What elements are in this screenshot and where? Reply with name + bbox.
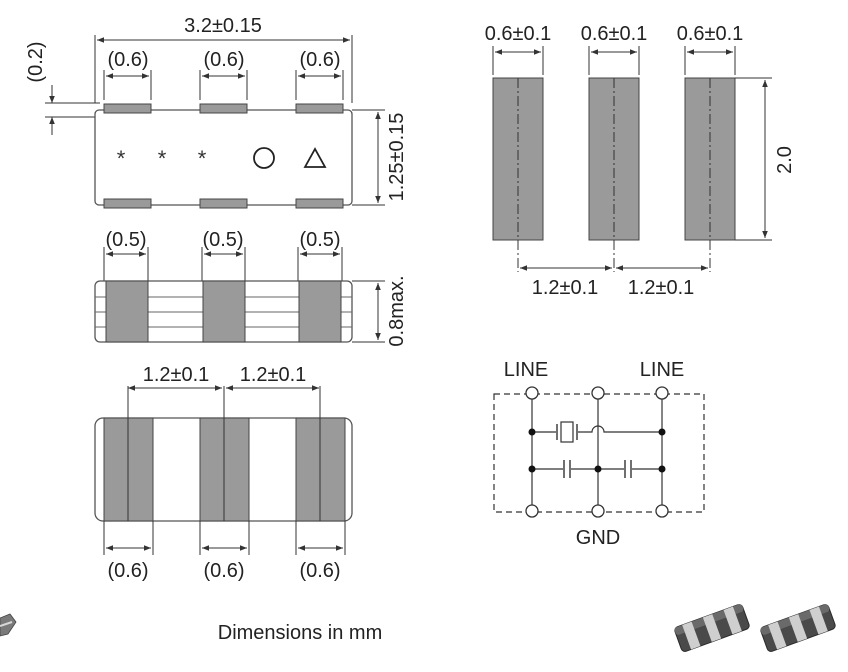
terminal-icon: [591, 386, 605, 400]
land-width-label-3: 0.6±0.1: [677, 23, 744, 45]
length-label: 3.2±0.15: [184, 15, 262, 37]
terminal-icon: [591, 504, 605, 518]
side-pad-label-3: (0.5): [299, 229, 340, 251]
land-pattern: 0.6±0.1 0.6±0.1 0.6±0.1 2.0 1.2±0.1 1.2±…: [485, 23, 796, 299]
bottom-view: 1.2±0.1 1.2±0.1 (0.6) (0.6) (0.6): [94, 364, 353, 582]
line-label-left: LINE: [504, 359, 548, 381]
gnd-label: GND: [576, 527, 620, 549]
top-view: 3.2±0.15 (0.2) (0.6) (0.6) (0.6) * * *: [25, 15, 408, 209]
units-note: Dimensions in mm: [218, 622, 382, 644]
bottom-pitch-label-1: 1.2±0.1: [143, 364, 210, 386]
terminal-icon: [525, 504, 539, 518]
marking-triangle-icon: [303, 147, 327, 168]
top-view-body: [94, 109, 353, 206]
bottom-edge-pad: [199, 198, 248, 209]
bottom-edge-pad: [103, 198, 152, 209]
marking-asterisk-3: *: [198, 146, 207, 171]
top-pad: [103, 103, 152, 114]
line-label-right: LINE: [640, 359, 684, 381]
top-pad: [199, 103, 248, 114]
resonator-icon: [560, 421, 574, 443]
marking-asterisk-1: *: [117, 146, 126, 171]
height-label: 0.8max.: [386, 275, 408, 346]
terminal-icon: [655, 504, 669, 518]
land-length-label: 2.0: [774, 146, 796, 174]
bottom-pad-label-1: (0.6): [107, 560, 148, 582]
top-pad-label-2: (0.6): [203, 49, 244, 71]
land-pitch-label-1: 1.2±0.1: [532, 277, 599, 299]
top-pad-label-1: (0.6): [107, 49, 148, 71]
side-pad: [202, 280, 246, 343]
marking-circle-icon: [253, 147, 275, 169]
top-pad: [295, 103, 344, 114]
product-photo-partial: [0, 613, 17, 637]
bottom-pitch-label-2: 1.2±0.1: [240, 364, 307, 386]
terminal-icon: [655, 386, 669, 400]
product-photo: [674, 604, 750, 652]
circuit-package-outline: [493, 393, 705, 513]
product-photo: [760, 604, 836, 652]
bottom-pad-label-2: (0.6): [203, 560, 244, 582]
side-pad-label-2: (0.5): [202, 229, 243, 251]
bottom-edge-pad: [295, 198, 344, 209]
offset-label: (0.2): [25, 41, 47, 82]
width-label: 1.25±0.15: [386, 113, 408, 202]
marking-asterisk-2: *: [158, 146, 167, 171]
side-view: (0.5) (0.5) (0.5) 0.8max.: [94, 229, 408, 347]
land-width-label-2: 0.6±0.1: [581, 23, 648, 45]
bottom-pad-label-3: (0.6): [299, 560, 340, 582]
land-pitch-label-2: 1.2±0.1: [628, 277, 695, 299]
terminal-icon: [525, 386, 539, 400]
equivalent-circuit: LINE LINE GND: [493, 359, 705, 549]
wire-crossover: [578, 425, 662, 433]
side-pad: [105, 280, 149, 343]
land-width-label-1: 0.6±0.1: [485, 23, 552, 45]
side-pad: [298, 280, 342, 343]
side-pad-label-1: (0.5): [105, 229, 146, 251]
top-pad-label-3: (0.6): [299, 49, 340, 71]
